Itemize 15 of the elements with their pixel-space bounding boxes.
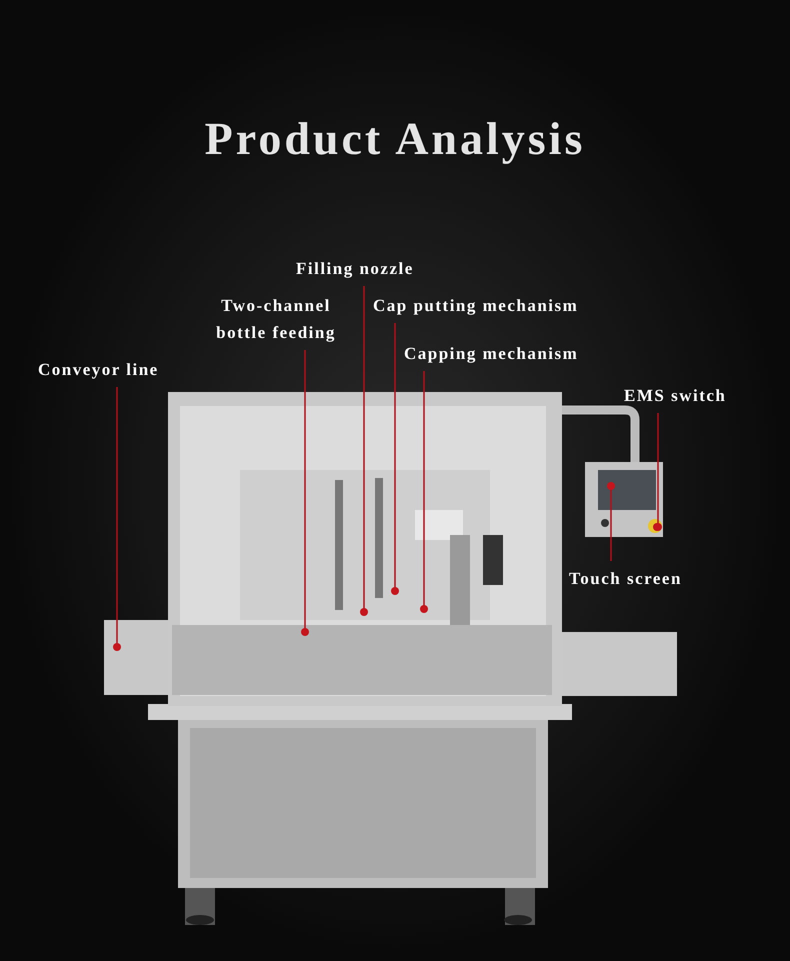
callout-label: Touch screen (569, 565, 682, 592)
leader-line (607, 482, 615, 561)
callout-label: Capping mechanism (404, 340, 578, 367)
callout-label: Two-channel bottle feeding (196, 292, 356, 346)
callout-label: EMS switch (624, 382, 726, 409)
leader-line (654, 413, 662, 531)
callout-label: Filling nozzle (296, 255, 414, 282)
callout-label: Cap putting mechanism (373, 292, 578, 319)
leader-line (391, 323, 399, 595)
leader-line (360, 286, 368, 616)
page-title: Product Analysis (204, 116, 586, 162)
leader-line (420, 371, 428, 613)
callout-label: Conveyor line (38, 356, 159, 383)
leader-line (301, 350, 309, 636)
leader-line (113, 387, 121, 651)
